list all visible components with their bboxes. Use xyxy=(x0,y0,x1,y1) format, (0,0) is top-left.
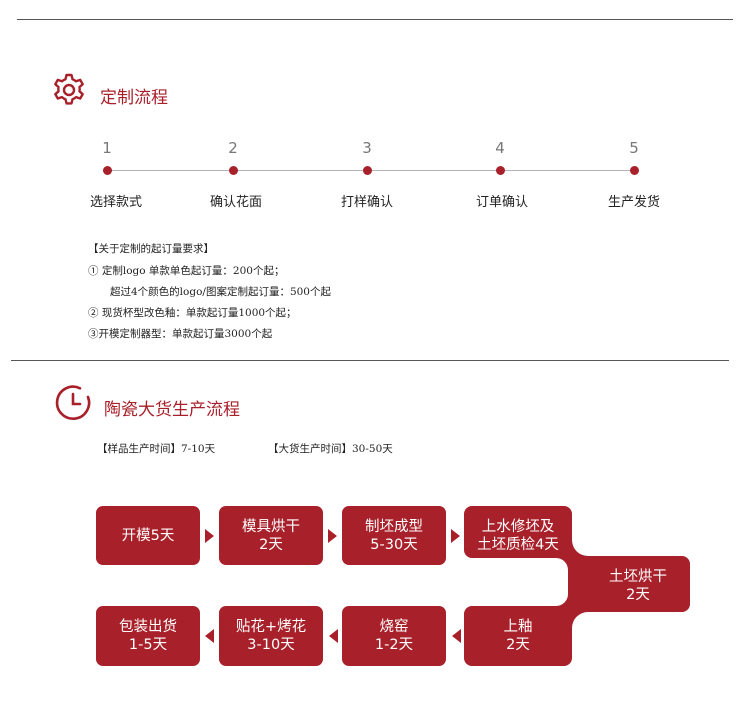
step-label: 选择款式 xyxy=(89,195,142,210)
step-dot xyxy=(228,166,238,175)
requirements-heading: 【关于定制的起订量要求】 xyxy=(88,243,214,255)
step-label: 打样确认 xyxy=(340,195,393,210)
flow-step-packing-shipping: 包装出货 1-5天 xyxy=(96,606,200,666)
step-label: 确认花面 xyxy=(209,195,262,210)
flow-arrow-right xyxy=(205,529,214,543)
requirement-line: ② 现货杯型改色釉：单款起订量1000个起； xyxy=(88,307,297,319)
requirement-line: 超过4个颜色的logo/图案定制起订量：500个起 xyxy=(110,286,331,298)
bulk-production-time: 【大货生产时间】30-50天 xyxy=(268,443,393,455)
flow-arrow-left xyxy=(452,629,461,643)
step-label: 生产发货 xyxy=(607,195,660,210)
flow-arrow-left xyxy=(329,629,338,643)
flow-arrow-right xyxy=(328,529,337,543)
gear-icon xyxy=(54,73,84,105)
flow-step-blank-forming: 制坯成型 5-30天 xyxy=(342,506,446,565)
flow-step-decal-baking: 贴花+烤花 3-10天 xyxy=(219,606,323,666)
sample-production-time: 【样品生产时间】7-10天 xyxy=(97,443,216,455)
step-number: 4 xyxy=(495,139,505,157)
step-dot xyxy=(629,166,639,175)
clock-icon xyxy=(55,385,91,420)
flow-arrow-right xyxy=(451,529,460,543)
flow-step-kiln-firing: 烧窑 1-2天 xyxy=(342,606,446,666)
section-title-production: 陶瓷大货生产流程 xyxy=(104,400,240,420)
step-number: 2 xyxy=(228,139,238,157)
step-dot xyxy=(102,166,112,175)
step-dot xyxy=(362,166,372,175)
step-number: 5 xyxy=(629,139,639,157)
step-number: 3 xyxy=(362,139,372,157)
flow-step-trimming-inspection: 上水修坯及 土坯质检4天 xyxy=(477,518,559,553)
flow-connector xyxy=(464,506,690,666)
section-title-customization: 定制流程 xyxy=(100,88,168,108)
flow-step-mold-making: 开模5天 xyxy=(96,506,200,565)
top-divider xyxy=(17,19,733,20)
step-number: 1 xyxy=(102,139,112,157)
flow-arrow-left xyxy=(205,629,214,643)
flow-step-glazing: 上釉 2天 xyxy=(503,619,533,653)
flow-step-mold-drying: 模具烘干 2天 xyxy=(219,506,323,565)
step-dot xyxy=(495,166,505,175)
requirement-line: ① 定制logo 单款单色起订量：200个起； xyxy=(88,265,285,277)
section-divider xyxy=(11,360,729,361)
requirement-line: ③开模定制器型：单款起订量3000个起 xyxy=(88,328,273,340)
step-label: 订单确认 xyxy=(475,195,528,210)
flow-step-blank-drying: 土坯烘干 2天 xyxy=(609,569,667,603)
